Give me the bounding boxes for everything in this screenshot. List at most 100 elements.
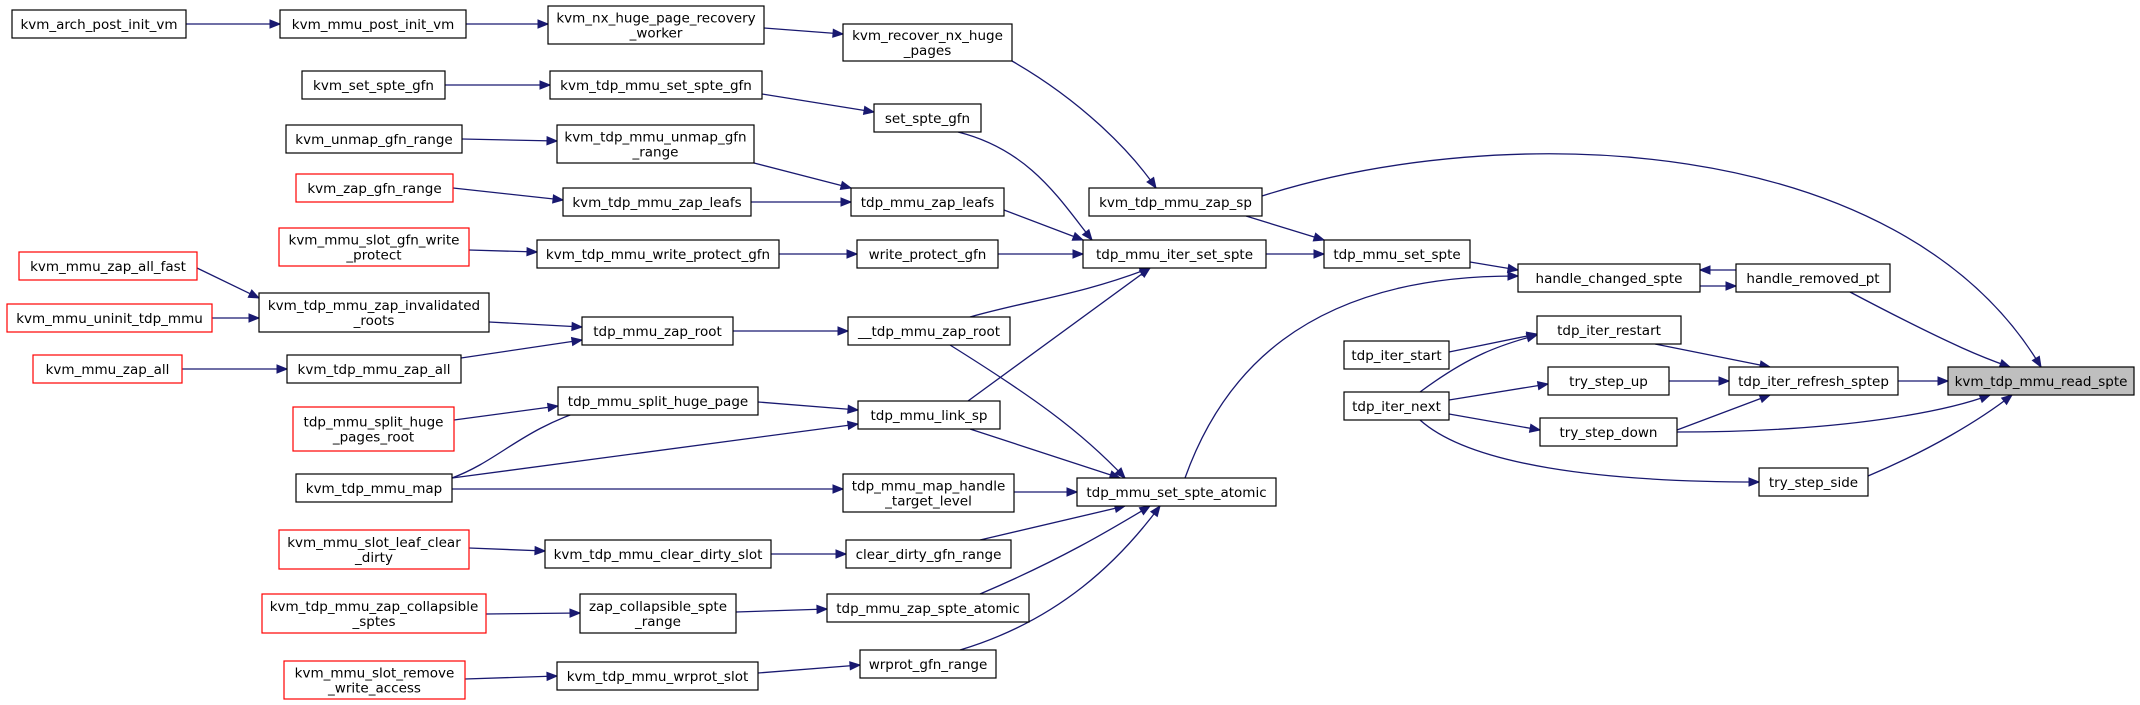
node-box[interactable] [18,251,198,281]
node-box[interactable] [850,187,1005,217]
node-tdp-iter-start[interactable]: tdp_iter_start [1343,340,1450,370]
node-kvm-mmu-zap-all[interactable]: kvm_mmu_zap_all [32,354,183,384]
node-box[interactable] [856,239,999,269]
node-tdp-iter-restart[interactable]: tdp_iter_restart [1536,315,1682,345]
node-box[interactable] [556,124,755,164]
node-try-step-down[interactable]: try_step_down [1539,417,1678,447]
node-kvm-mmu-post-init-vm[interactable]: kvm_mmu_post_init_vm [279,9,467,39]
node-box[interactable] [283,660,466,700]
node-box[interactable] [1088,187,1263,217]
node-tdp-mmu-split-huge-pages-root[interactable]: tdp_mmu_split_huge_pages_root [292,406,455,452]
node-kvm-tdp-mmu-clear-dirty-slot[interactable]: kvm_tdp_mmu_clear_dirty_slot [544,539,772,569]
node-box[interactable] [295,473,453,503]
node-box[interactable] [1758,467,1869,497]
node-box[interactable] [581,316,734,346]
node-box[interactable] [845,539,1012,569]
node-try-step-side[interactable]: try_step_side [1758,467,1869,497]
node-box[interactable] [1728,366,1899,396]
node-box[interactable] [1323,239,1471,269]
node-box[interactable] [285,124,463,154]
node-kvm-tdp-mmu-read-spte[interactable]: kvm_tdp_mmu_read_spte [1947,366,2135,396]
node-set-spte-gfn[interactable]: set_spte_gfn [873,103,982,133]
node-handle-changed-spte[interactable]: handle_changed_spte [1517,263,1701,293]
node-box[interactable] [1735,263,1891,293]
node-kvm-tdp-mmu-map[interactable]: kvm_tdp_mmu_map [295,473,453,503]
node-tdp-mmu-zap-root[interactable]: __tdp_mmu_zap_root [847,316,1011,346]
node-box[interactable] [826,593,1030,623]
node-kvm-tdp-mmu-set-spte-gfn[interactable]: kvm_tdp_mmu_set_spte_gfn [549,70,763,100]
node-tdp-mmu-map-handle-target-level[interactable]: tdp_mmu_map_handle_target_level [842,473,1015,513]
node-box[interactable] [1947,366,2135,396]
node-box[interactable] [873,103,982,133]
node-kvm-tdp-mmu-write-protect-gfn[interactable]: kvm_tdp_mmu_write_protect_gfn [536,239,780,269]
node-kvm-mmu-uninit-tdp-mmu[interactable]: kvm_mmu_uninit_tdp_mmu [6,303,213,333]
node-kvm-arch-post-init-vm[interactable]: kvm_arch_post_init_vm [11,9,187,39]
node-kvm-mmu-slot-leaf-clear-dirty[interactable]: kvm_mmu_slot_leaf_clear_dirty [278,529,470,570]
node-box[interactable] [847,316,1011,346]
node-box[interactable] [292,406,455,452]
node-box[interactable] [842,473,1015,513]
node-box[interactable] [842,23,1013,62]
node-box[interactable] [562,187,752,217]
node-box[interactable] [549,70,763,100]
node-kvm-tdp-mmu-wrprot-slot[interactable]: kvm_tdp_mmu_wrprot_slot [556,661,759,691]
node-handle-removed-pt[interactable]: handle_removed_pt [1735,263,1891,293]
node-box[interactable] [286,354,462,384]
node-clear-dirty-gfn-range[interactable]: clear_dirty_gfn_range [845,539,1012,569]
node-box[interactable] [301,70,446,100]
node-box[interactable] [1536,315,1682,345]
node-write-protect-gfn[interactable]: write_protect_gfn [856,239,999,269]
node-box[interactable] [1082,239,1267,269]
node-kvm-tdp-mmu-zap-invalidated-roots[interactable]: kvm_tdp_mmu_zap_invalidated_roots [258,292,490,333]
node-kvm-set-spte-gfn[interactable]: kvm_set_spte_gfn [301,70,446,100]
node-box[interactable] [536,239,780,269]
node-wrprot-gfn-range[interactable]: wrprot_gfn_range [859,649,997,679]
node-tdp-mmu-zap-spte-atomic[interactable]: tdp_mmu_zap_spte_atomic [826,593,1030,623]
node-box[interactable] [295,173,454,203]
node-kvm-nx-huge-page-recovery-worker[interactable]: kvm_nx_huge_page_recovery_worker [547,5,765,45]
node-kvm-tdp-mmu-zap-sp[interactable]: kvm_tdp_mmu_zap_sp [1088,187,1263,217]
node-box[interactable] [859,649,997,679]
node-try-step-up[interactable]: try_step_up [1547,366,1670,396]
node-box[interactable] [32,354,183,384]
node-kvm-tdp-mmu-zap-collapsible-sptes[interactable]: kvm_tdp_mmu_zap_collapsible_sptes [261,593,487,634]
node-box[interactable] [278,227,470,267]
node-kvm-tdp-mmu-zap-leafs[interactable]: kvm_tdp_mmu_zap_leafs [562,187,752,217]
node-box[interactable] [579,593,737,634]
node-box[interactable] [1539,417,1678,447]
node-box[interactable] [544,539,772,569]
node-box[interactable] [1517,263,1701,293]
node-tdp-mmu-set-spte-atomic[interactable]: tdp_mmu_set_spte_atomic [1076,477,1277,507]
node-box[interactable] [1547,366,1670,396]
node-box[interactable] [1343,391,1450,421]
node-box[interactable] [557,386,759,416]
node-tdp-mmu-set-spte[interactable]: tdp_mmu_set_spte [1323,239,1471,269]
node-box[interactable] [857,400,1001,430]
node-box[interactable] [1343,340,1450,370]
node-box[interactable] [278,529,470,570]
node-kvm-recover-nx-huge-pages[interactable]: kvm_recover_nx_huge_pages [842,23,1013,62]
node-box[interactable] [258,292,490,333]
node-kvm-unmap-gfn-range[interactable]: kvm_unmap_gfn_range [285,124,463,154]
node-tdp-mmu-split-huge-page[interactable]: tdp_mmu_split_huge_page [557,386,759,416]
node-tdp-mmu-iter-set-spte[interactable]: tdp_mmu_iter_set_spte [1082,239,1267,269]
node-box[interactable] [261,593,487,634]
node-kvm-mmu-slot-gfn-write-protect[interactable]: kvm_mmu_slot_gfn_write_protect [278,227,470,267]
node-box[interactable] [556,661,759,691]
node-kvm-zap-gfn-range[interactable]: kvm_zap_gfn_range [295,173,454,203]
node-kvm-mmu-slot-remove-write-access[interactable]: kvm_mmu_slot_remove_write_access [283,660,466,700]
node-box[interactable] [279,9,467,39]
node-kvm-tdp-mmu-unmap-gfn-range[interactable]: kvm_tdp_mmu_unmap_gfn_range [556,124,755,164]
node-zap-collapsible-spte-range[interactable]: zap_collapsible_spte_range [579,593,737,634]
node-box[interactable] [11,9,187,39]
node-tdp-mmu-link-sp[interactable]: tdp_mmu_link_sp [857,400,1001,430]
node-tdp-mmu-zap-leafs[interactable]: tdp_mmu_zap_leafs [850,187,1005,217]
node-tdp-mmu-zap-root[interactable]: tdp_mmu_zap_root [581,316,734,346]
node-kvm-mmu-zap-all-fast[interactable]: kvm_mmu_zap_all_fast [18,251,198,281]
node-tdp-iter-next[interactable]: tdp_iter_next [1343,391,1450,421]
node-tdp-iter-refresh-sptep[interactable]: tdp_iter_refresh_sptep [1728,366,1899,396]
node-box[interactable] [6,303,213,333]
node-box[interactable] [547,5,765,45]
node-kvm-tdp-mmu-zap-all[interactable]: kvm_tdp_mmu_zap_all [286,354,462,384]
node-box[interactable] [1076,477,1277,507]
